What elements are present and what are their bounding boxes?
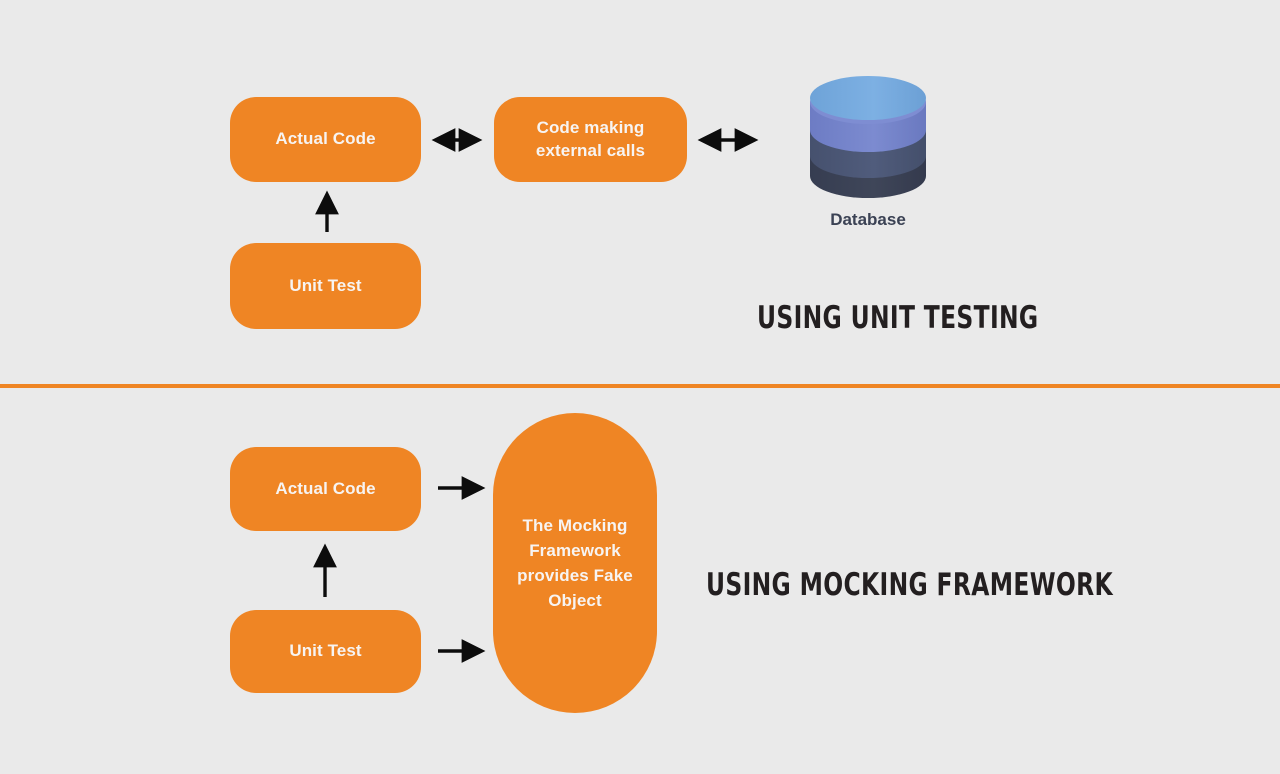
node-mocking-framework-label: The Mocking Framework provides Fake Obje…: [517, 515, 633, 611]
section-title-unit-testing: USING UNIT TESTING: [757, 300, 1039, 336]
node-actual-code-bottom-label: Actual Code: [275, 478, 376, 498]
node-unit-test-bottom-label: Unit Test: [289, 641, 362, 661]
node-unit-test-bottom: Unit Test: [230, 610, 421, 693]
node-actual-code-top-label: Actual Code: [275, 129, 376, 149]
database-group: Database: [808, 72, 928, 237]
section-divider: [0, 384, 1280, 388]
section-title-mocking-framework: USING MOCKING FRAMEWORK: [706, 567, 1114, 603]
node-code-making-external-calls: Code making external calls: [494, 97, 687, 182]
database-caption: Database: [830, 210, 906, 229]
node-mocking-framework: The Mocking Framework provides Fake Obje…: [493, 413, 657, 713]
node-actual-code-top: Actual Code: [230, 97, 421, 182]
node-code-making-external-calls-label: Code making external calls: [535, 118, 646, 160]
node-unit-test-top-label: Unit Test: [289, 275, 362, 295]
node-unit-test-top: Unit Test: [230, 243, 421, 329]
database-cylinder-icon: [810, 76, 926, 198]
node-actual-code-bottom: Actual Code: [230, 447, 421, 531]
